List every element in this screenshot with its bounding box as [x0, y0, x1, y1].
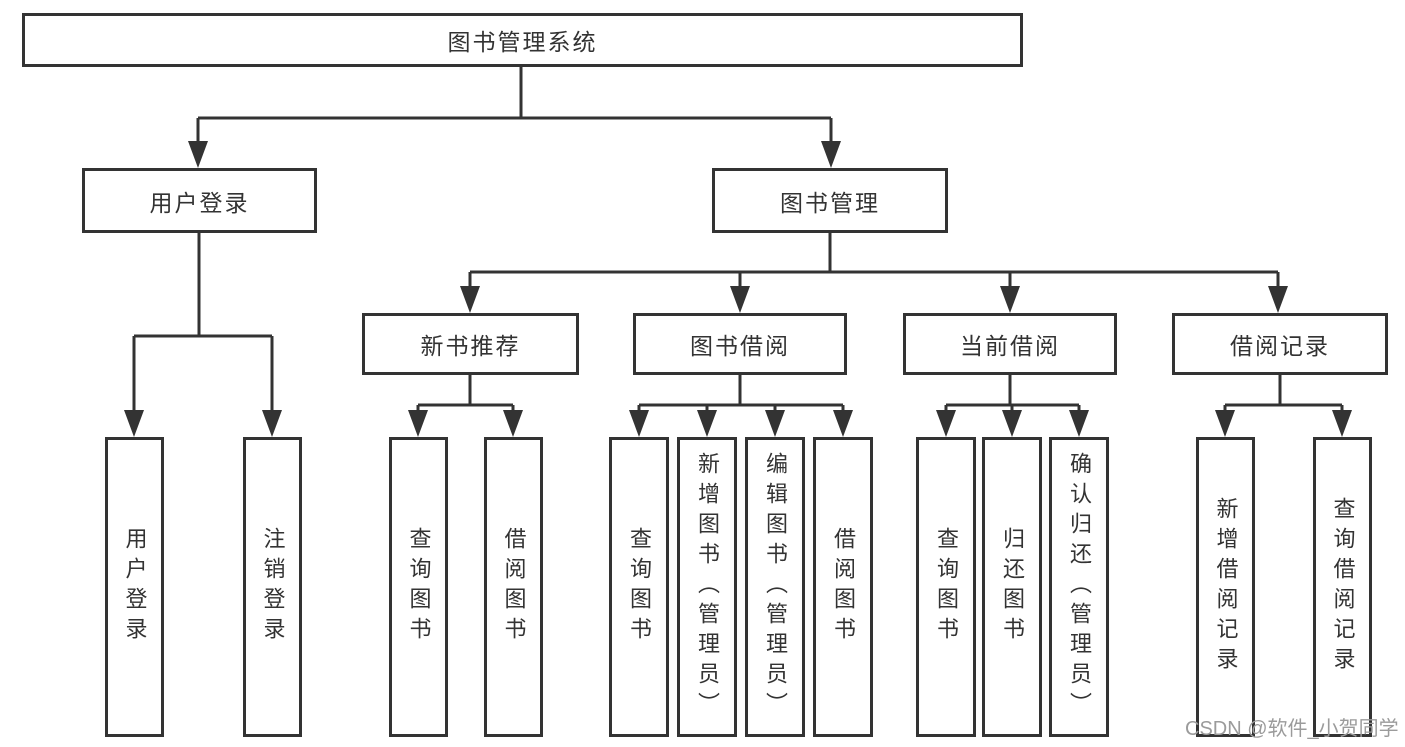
leaf-confirm-return-admin: 确认归还（管理员）: [1049, 437, 1109, 737]
leaf-query-books-recommend: 查询图书: [389, 437, 448, 737]
leaf-query-books-current: 查询图书: [916, 437, 976, 737]
leaf-query-borrow-record: 查询借阅记录: [1313, 437, 1372, 737]
leaf-logout: 注销登录: [243, 437, 302, 737]
leaf-add-borrow-record: 新增借阅记录: [1196, 437, 1255, 737]
watermark: CSDN @软件_小贺同学: [1185, 718, 1399, 740]
node-borrow-records: 借阅记录: [1172, 313, 1388, 375]
node-book-borrow: 图书借阅: [633, 313, 847, 375]
node-new-book-recommend: 新书推荐: [362, 313, 579, 375]
node-library-management-system: 图书管理系统: [22, 13, 1023, 67]
leaf-edit-books-admin: 编辑图书（管理员）: [745, 437, 805, 737]
leaf-add-books-admin: 新增图书（管理员）: [677, 437, 737, 737]
leaf-return-books: 归还图书: [982, 437, 1042, 737]
node-book-management: 图书管理: [712, 168, 948, 233]
leaf-borrow-books: 借阅图书: [813, 437, 873, 737]
node-current-borrow: 当前借阅: [903, 313, 1117, 375]
leaf-query-books-borrow: 查询图书: [609, 437, 669, 737]
leaf-user-login: 用户登录: [105, 437, 164, 737]
node-user-login: 用户登录: [82, 168, 317, 233]
leaf-borrow-books-recommend: 借阅图书: [484, 437, 543, 737]
